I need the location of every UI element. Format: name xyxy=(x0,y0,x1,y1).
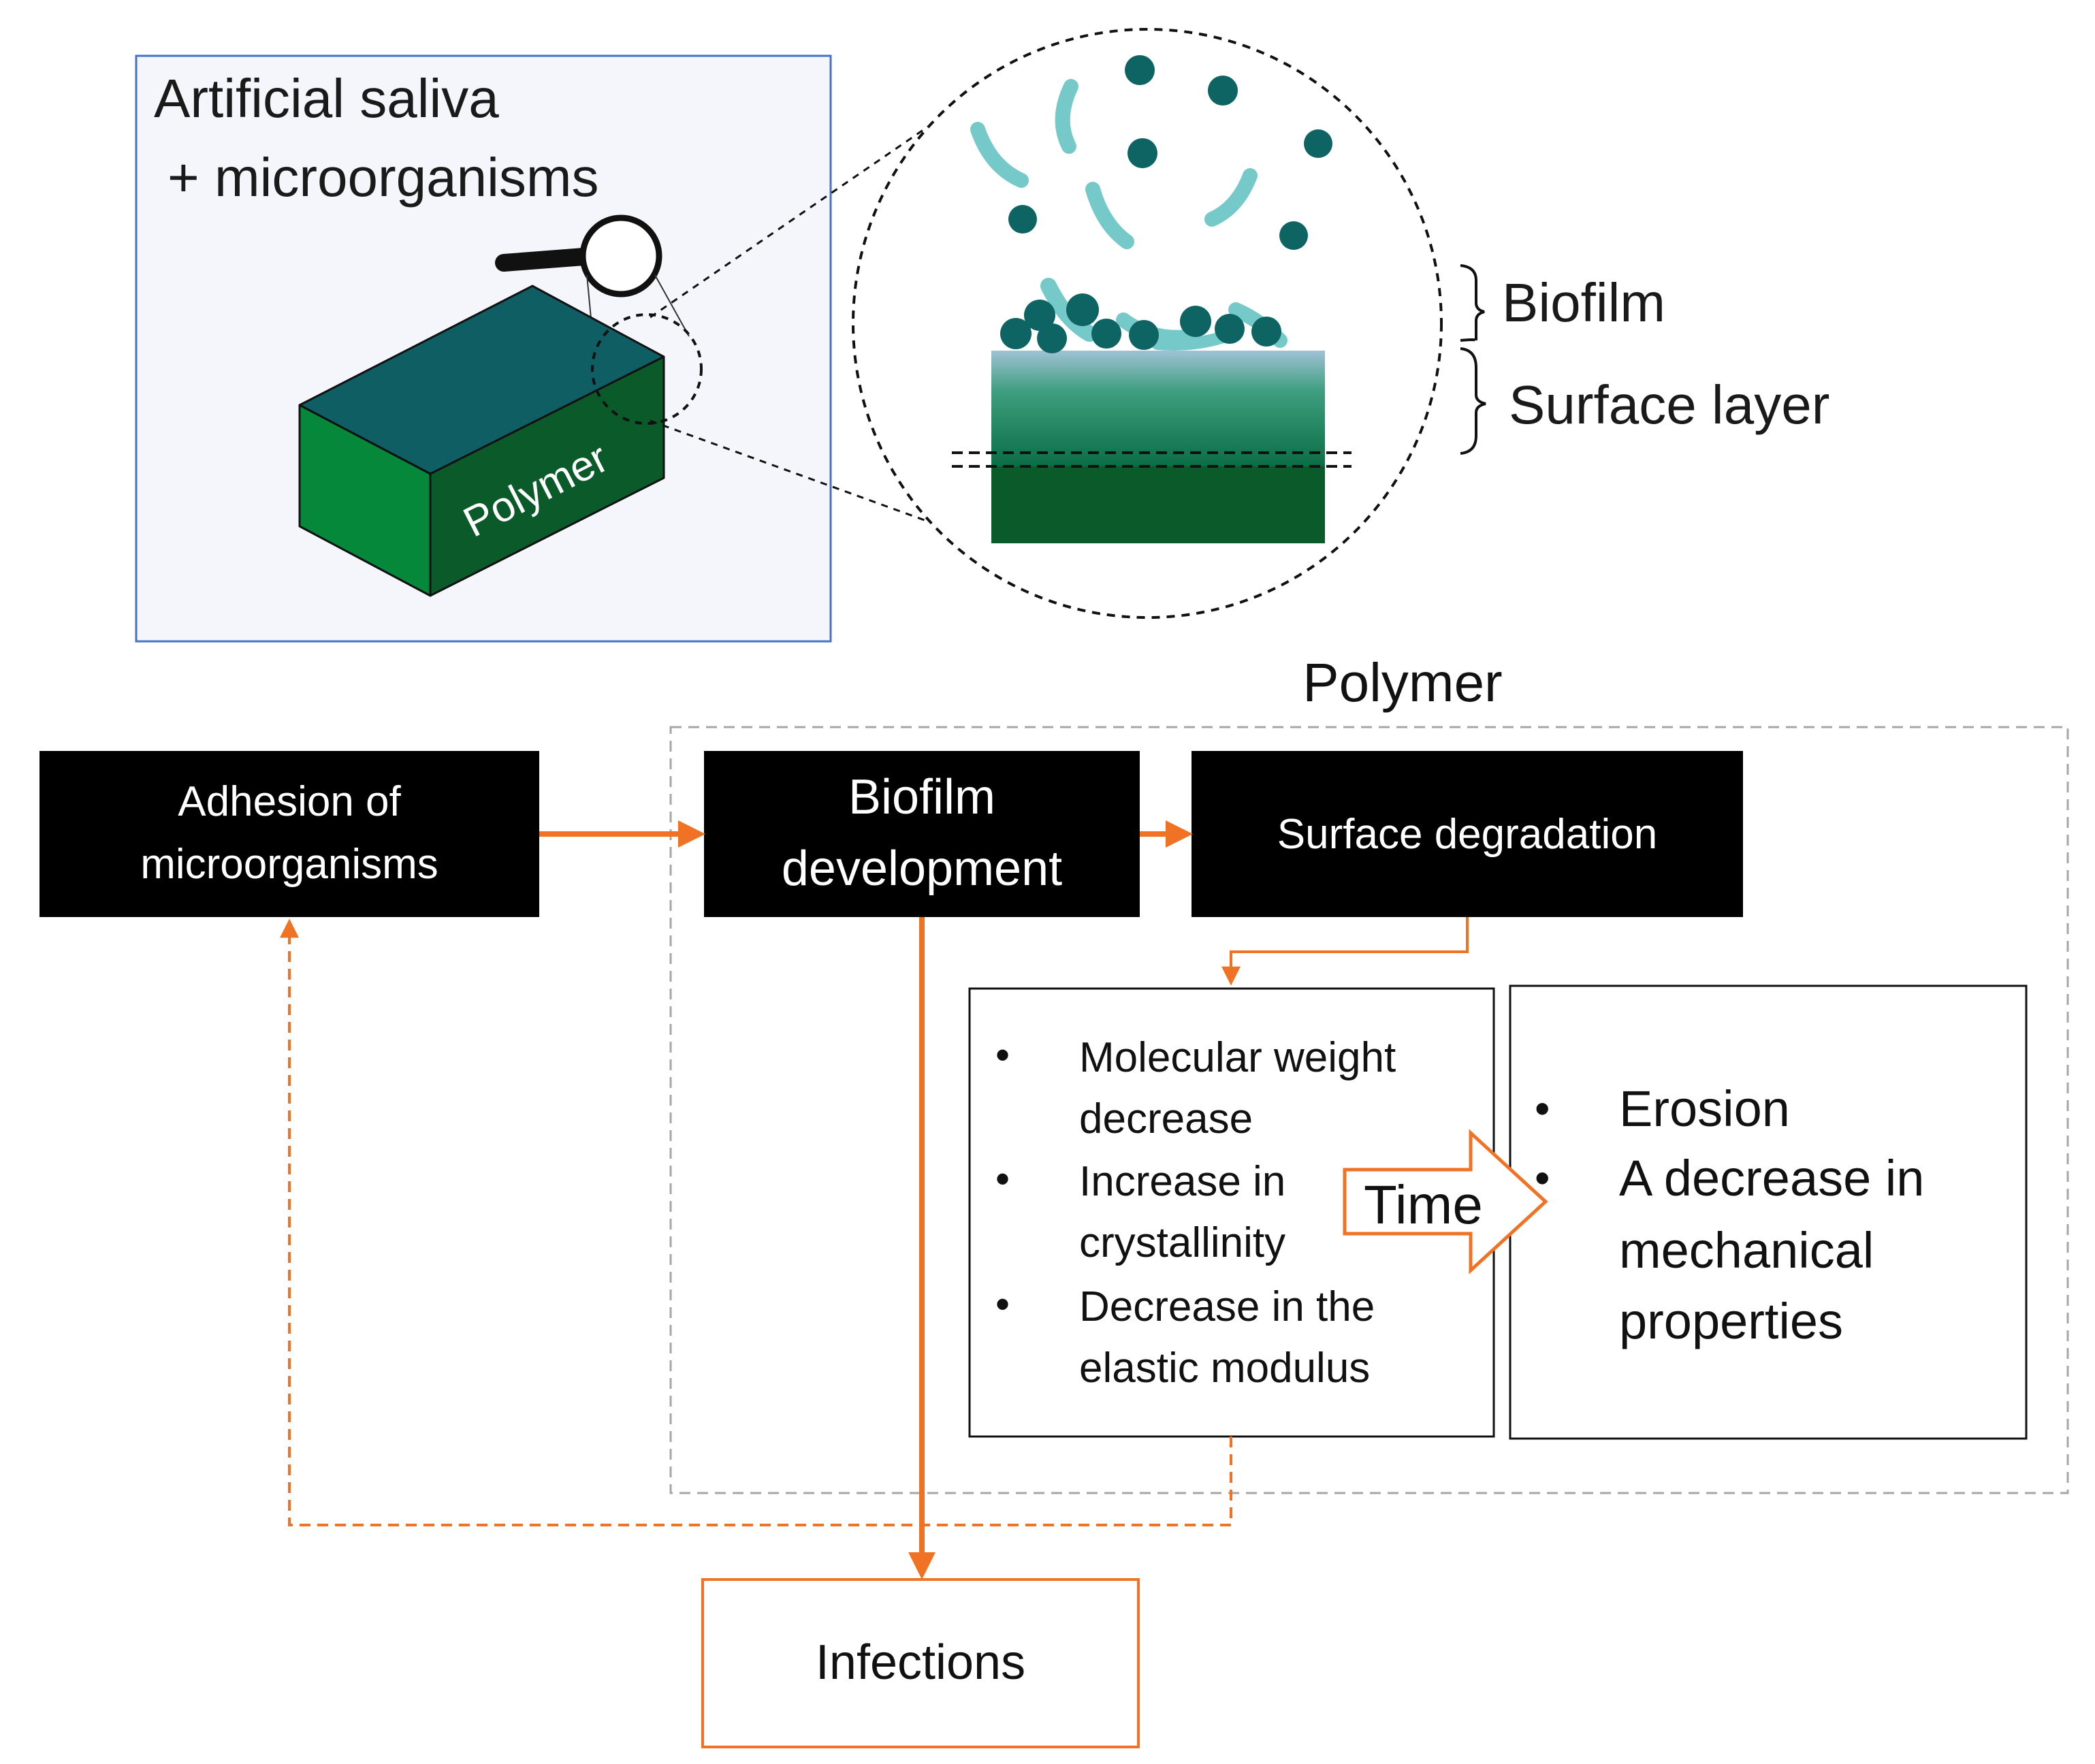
bullet-2: • xyxy=(995,1156,1010,1202)
effect-1-line1: Molecular weight xyxy=(1079,1034,1396,1081)
biofilm-box-line1: Biofilm xyxy=(848,770,995,824)
degradation-box-label: Surface degradation xyxy=(1277,811,1657,858)
effects-late-box: • Erosion • A decrease in mechanical pro… xyxy=(1509,984,2028,1440)
flow-arrows xyxy=(280,820,1469,1579)
time-arrow-icon: Time xyxy=(1343,1129,1548,1274)
bullet-4: • xyxy=(1535,1084,1550,1133)
degradation-box: Surface degradation xyxy=(1192,751,1743,917)
bullet-5: • xyxy=(1535,1153,1550,1202)
biofilm-box-line2: development xyxy=(782,841,1062,896)
bullet-3: • xyxy=(995,1281,1010,1327)
panel-title-line2: + microorganisms xyxy=(167,147,599,208)
biofilm-cells xyxy=(1000,278,1288,353)
adhesion-box: Adhesion of microorganisms xyxy=(39,751,539,917)
effect-3-line1: Decrease in the xyxy=(1079,1283,1375,1330)
adhesion-box-line2: microorganisms xyxy=(140,841,438,888)
polymer-bulk xyxy=(991,463,1325,543)
polymer-region-frame xyxy=(669,726,2069,1494)
biofilm-label: Biofilm xyxy=(1502,272,1665,333)
late-effect-2-line3: properties xyxy=(1619,1293,1843,1349)
adhesion-box-line1: Adhesion of xyxy=(178,778,401,825)
zoom-circle-icon xyxy=(852,28,1443,619)
zoom-connector xyxy=(591,109,953,527)
effect-1-line2: decrease xyxy=(1079,1095,1253,1142)
effect-3-line2: elastic modulus xyxy=(1079,1345,1370,1392)
infections-box: Infections xyxy=(701,1578,1140,1748)
biofilm-brace xyxy=(1460,264,1485,342)
surface-layer-brace xyxy=(1460,347,1486,455)
magnifier-icon xyxy=(495,214,690,348)
late-effect-2-line2: mechanical xyxy=(1619,1222,1874,1279)
effect-2-line1: Increase in xyxy=(1079,1158,1285,1205)
biofilm-box: Biofilm development xyxy=(704,751,1140,917)
surface-layer xyxy=(991,351,1325,466)
infections-label: Infections xyxy=(816,1635,1025,1690)
polymer-region: Polymer xyxy=(669,652,2069,1494)
surface-layer-label: Surface layer xyxy=(1509,374,1829,435)
arrow-feedback-to-adhesion xyxy=(280,918,1232,1526)
arrow-degradation-to-effects xyxy=(1221,917,1469,986)
effect-2-line2: crystallinity xyxy=(1079,1219,1285,1266)
microbe-icon xyxy=(970,55,1332,250)
polymer-block-icon: Polymer xyxy=(298,285,665,597)
polymer-region-label: Polymer xyxy=(1302,652,1502,713)
time-arrow-label: Time xyxy=(1364,1174,1483,1235)
bullet-1: • xyxy=(995,1032,1010,1078)
late-effect-1: Erosion xyxy=(1619,1080,1790,1137)
layer-labels: Biofilm Surface layer xyxy=(1460,264,1829,455)
panel-title-line1: Artificial saliva xyxy=(154,68,499,129)
late-effect-2-line1: A decrease in xyxy=(1619,1150,1924,1206)
